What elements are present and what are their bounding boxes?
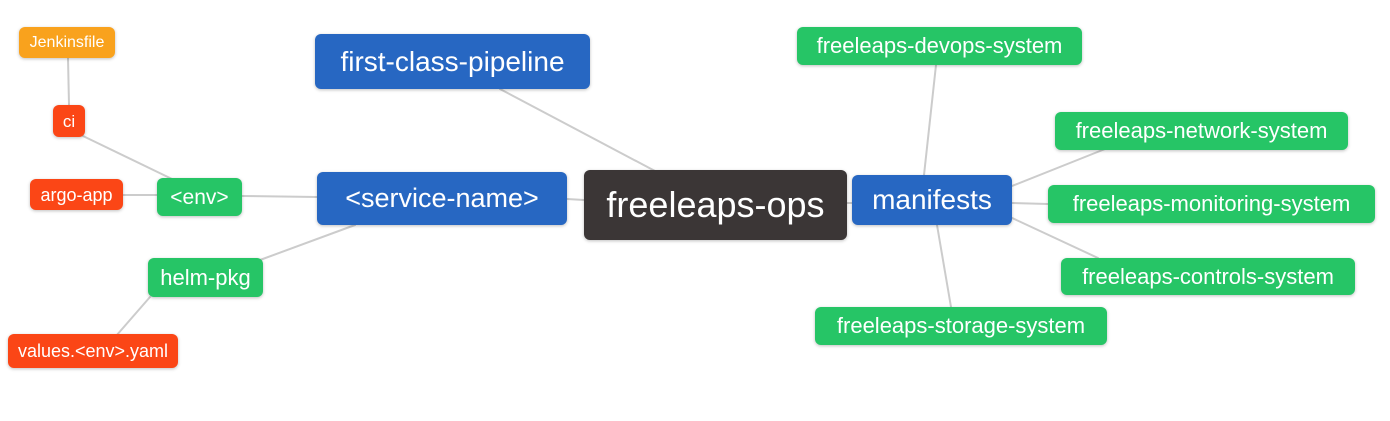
node-helm-pkg[interactable]: helm-pkg	[148, 258, 263, 297]
edge-manifests-to-freeleaps-monitoring-system	[1011, 202, 1049, 205]
edge-manifests-to-freeleaps-devops-system	[923, 64, 937, 176]
node-argo-app[interactable]: argo-app	[30, 179, 123, 210]
node-freeleaps-storage-system[interactable]: freeleaps-storage-system	[815, 307, 1107, 345]
node-freeleaps-network-system[interactable]: freeleaps-network-system	[1055, 112, 1348, 150]
node-freeleaps-controls-system[interactable]: freeleaps-controls-system	[1061, 258, 1355, 295]
edge-helm-pkg-to-values-env-yaml	[115, 296, 151, 337]
node-manifests[interactable]: manifests	[852, 175, 1012, 225]
edge-manifests-to-freeleaps-storage-system	[936, 224, 952, 308]
node-values-env-yaml[interactable]: values.<env>.yaml	[8, 334, 178, 368]
node-env[interactable]: <env>	[157, 178, 242, 216]
edge-first-class-pipeline-to-freeleaps-ops	[499, 88, 656, 172]
edge-env-to-service-name	[241, 195, 318, 198]
node-freeleaps-devops-system[interactable]: freeleaps-devops-system	[797, 27, 1082, 65]
edge-ci-to-env	[82, 135, 173, 180]
edge-jenkinsfile-to-ci	[67, 57, 70, 106]
edge-service-name-to-helm-pkg	[259, 224, 356, 261]
edge-manifests-to-freeleaps-controls-system	[1009, 216, 1099, 259]
edge-service-name-to-freeleaps-ops	[566, 198, 585, 201]
node-freeleaps-ops[interactable]: freeleaps-ops	[584, 170, 847, 240]
node-first-class-pipeline[interactable]: first-class-pipeline	[315, 34, 590, 89]
edge-manifests-to-freeleaps-network-system	[1011, 148, 1106, 187]
node-service-name[interactable]: <service-name>	[317, 172, 567, 225]
node-jenkinsfile[interactable]: Jenkinsfile	[19, 27, 115, 58]
node-ci[interactable]: ci	[53, 105, 85, 137]
node-freeleaps-monitoring-system[interactable]: freeleaps-monitoring-system	[1048, 185, 1375, 223]
